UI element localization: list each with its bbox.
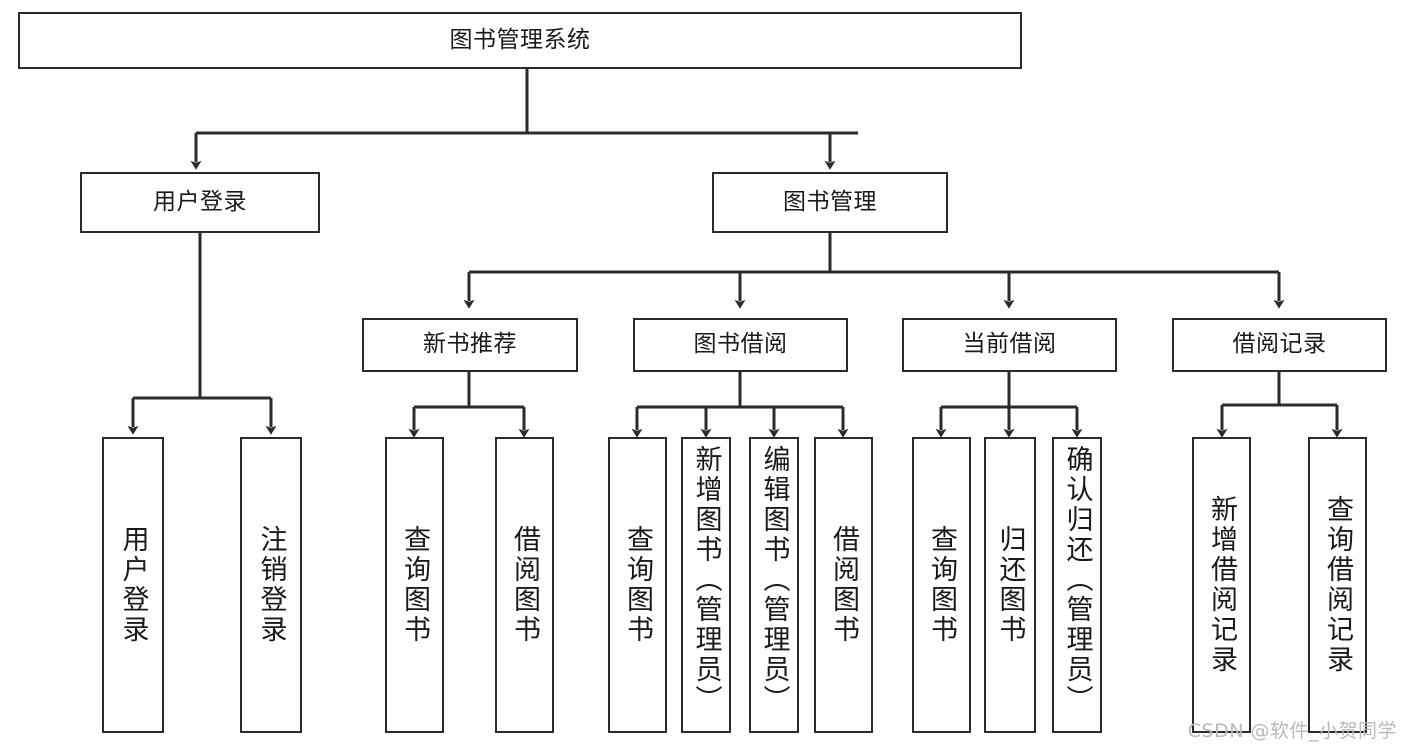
- node-leaf-user-login-label: 用户登录: [117, 525, 149, 645]
- node-leaf-query-record[interactable]: 查询借阅记录: [1308, 437, 1367, 733]
- node-book-borrow[interactable]: 图书借阅: [633, 318, 848, 372]
- node-leaf-query-book-2-label: 查询图书: [622, 525, 653, 645]
- node-current-borrow[interactable]: 当前借阅: [902, 318, 1117, 372]
- node-leaf-return-book[interactable]: 归还图书: [984, 437, 1036, 733]
- node-borrow-record[interactable]: 借阅记录: [1172, 318, 1387, 372]
- node-leaf-query-book-3-label: 查询图书: [926, 525, 957, 645]
- node-leaf-add-book-label: 新增图书（管理员）: [690, 445, 722, 715]
- node-root-system-label: 图书管理系统: [449, 26, 591, 53]
- node-current-borrow-label: 当前借阅: [962, 331, 1057, 358]
- node-leaf-query-book-2[interactable]: 查询图书: [608, 437, 667, 733]
- node-book-manage-label: 图书管理: [783, 188, 877, 215]
- node-leaf-query-book-1-label: 查询图书: [399, 525, 430, 645]
- node-leaf-confirm-return-label: 确认归还（管理员）: [1061, 445, 1093, 715]
- node-user-login[interactable]: 用户登录: [80, 172, 320, 233]
- node-leaf-logout-login-label: 注销登录: [255, 525, 287, 645]
- node-book-borrow-label: 图书借阅: [693, 331, 788, 358]
- csdn-watermark: CSDN @软件_小贺同学: [1187, 720, 1397, 742]
- node-leaf-user-login[interactable]: 用户登录: [102, 437, 164, 733]
- node-leaf-edit-book-label: 编辑图书（管理员）: [758, 445, 790, 715]
- node-leaf-return-book-label: 归还图书: [994, 525, 1026, 645]
- node-leaf-confirm-return[interactable]: 确认归还（管理员）: [1052, 437, 1102, 733]
- node-new-book-recommend[interactable]: 新书推荐: [362, 318, 578, 372]
- node-leaf-query-book-3[interactable]: 查询图书: [912, 437, 971, 733]
- node-leaf-query-book-1[interactable]: 查询图书: [385, 437, 444, 733]
- node-book-manage[interactable]: 图书管理: [712, 172, 948, 233]
- node-user-login-label: 用户登录: [153, 188, 247, 215]
- node-leaf-logout-login[interactable]: 注销登录: [240, 437, 302, 733]
- node-leaf-edit-book[interactable]: 编辑图书（管理员）: [749, 437, 799, 733]
- node-leaf-borrow-book-1[interactable]: 借阅图书: [495, 437, 554, 733]
- node-root-system[interactable]: 图书管理系统: [18, 12, 1022, 69]
- node-leaf-add-record-label: 新增借阅记录: [1206, 495, 1237, 675]
- node-leaf-borrow-book-2[interactable]: 借阅图书: [814, 437, 873, 733]
- node-leaf-borrow-book-1-label: 借阅图书: [509, 525, 540, 645]
- node-borrow-record-label: 借阅记录: [1232, 331, 1327, 358]
- node-leaf-borrow-book-2-label: 借阅图书: [828, 525, 859, 645]
- node-new-book-recommend-label: 新书推荐: [423, 331, 517, 358]
- node-leaf-add-record[interactable]: 新增借阅记录: [1192, 437, 1251, 733]
- node-leaf-query-record-label: 查询借阅记录: [1322, 495, 1353, 675]
- node-leaf-add-book[interactable]: 新增图书（管理员）: [681, 437, 731, 733]
